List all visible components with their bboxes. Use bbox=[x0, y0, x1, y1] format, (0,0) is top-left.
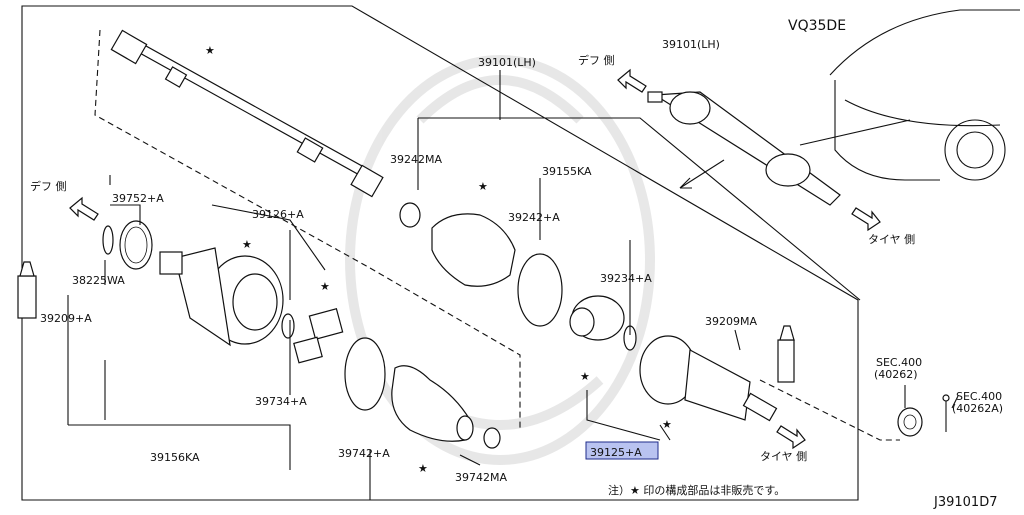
pin-40262a bbox=[942, 394, 950, 432]
label-sec400-1a: SEC.400 bbox=[876, 356, 922, 369]
outer-joint-stub bbox=[639, 335, 778, 422]
shaft-guide-dash bbox=[94, 29, 371, 269]
engine-code: VQ35DE bbox=[788, 18, 846, 34]
arrow-diff-left bbox=[69, 196, 99, 221]
right-guide-dash bbox=[759, 379, 900, 441]
nut-40262 bbox=[897, 407, 923, 437]
center-guide-dash bbox=[369, 267, 521, 430]
label-39155ka: 39155KA bbox=[542, 165, 592, 178]
label-39209ma: 39209MA bbox=[705, 315, 757, 328]
outer-joint-cage bbox=[569, 295, 637, 351]
boot-outer bbox=[399, 202, 563, 327]
arrow-tire-inset bbox=[851, 207, 881, 232]
label-tire-side-inset: タイヤ 側 bbox=[868, 233, 915, 246]
inset-drive-shaft bbox=[647, 91, 841, 206]
label-39742a: 39742+A bbox=[338, 447, 390, 460]
label-39126a: 39126+A bbox=[252, 208, 304, 221]
label-39242a: 39242+A bbox=[508, 211, 560, 224]
spider-assembly bbox=[281, 308, 344, 364]
label-39101-main: 39101(LH) bbox=[478, 56, 536, 69]
leader-lines bbox=[67, 70, 861, 500]
drive-shaft-bar bbox=[110, 29, 384, 198]
snap-ring-38225wa bbox=[102, 225, 114, 255]
inset-arrow-line bbox=[679, 159, 725, 189]
label-tire-side-main: タイヤ 側 bbox=[760, 450, 807, 463]
star-housing: ★ bbox=[242, 238, 252, 251]
label-sec400-2b: (40262A) bbox=[952, 402, 1003, 415]
boot-inner bbox=[344, 337, 501, 449]
star-spider: ★ bbox=[320, 280, 330, 293]
star-shaft: ★ bbox=[205, 44, 215, 57]
star-stub: ★ bbox=[662, 418, 672, 431]
label-sec400-2a: SEC.400 bbox=[956, 390, 1002, 403]
label-39734a: 39734+A bbox=[255, 395, 307, 408]
label-39101-inset: 39101(LH) bbox=[662, 38, 720, 51]
car-outline bbox=[799, 9, 1020, 181]
label-39234a: 39234+A bbox=[600, 272, 652, 285]
label-39125a: 39125+A bbox=[590, 446, 642, 459]
grease-tube-39209a-left bbox=[17, 261, 37, 319]
label-39209a: 39209+A bbox=[40, 312, 92, 325]
arrow-tire-main bbox=[776, 425, 806, 450]
figure-id: J39101D7 bbox=[933, 495, 997, 510]
label-39125a-highlight bbox=[585, 441, 659, 460]
star-cage: ★ bbox=[580, 370, 590, 383]
main-frame bbox=[21, 5, 859, 501]
arrow-diff-inset bbox=[617, 68, 647, 93]
label-diff-side-inset: デフ 側 bbox=[578, 53, 615, 67]
label-diff-side-left: デフ 側 bbox=[30, 179, 67, 193]
grease-tube-39209ma bbox=[777, 325, 795, 383]
footnote: 注）★ 印の構成部品は非販売です。 bbox=[608, 483, 785, 497]
label-39156ka: 39156KA bbox=[150, 451, 200, 464]
label-39242ma: 39242MA bbox=[390, 153, 442, 166]
star-boot-inner: ★ bbox=[418, 462, 428, 475]
label-sec400-1b: (40262) bbox=[874, 368, 918, 381]
inner-joint-housing bbox=[159, 247, 284, 347]
label-38225wa: 38225WA bbox=[72, 274, 125, 287]
label-39752a: 39752+A bbox=[112, 192, 164, 205]
label-39742ma: 39742MA bbox=[455, 471, 507, 484]
star-boot-outer: ★ bbox=[478, 180, 488, 193]
